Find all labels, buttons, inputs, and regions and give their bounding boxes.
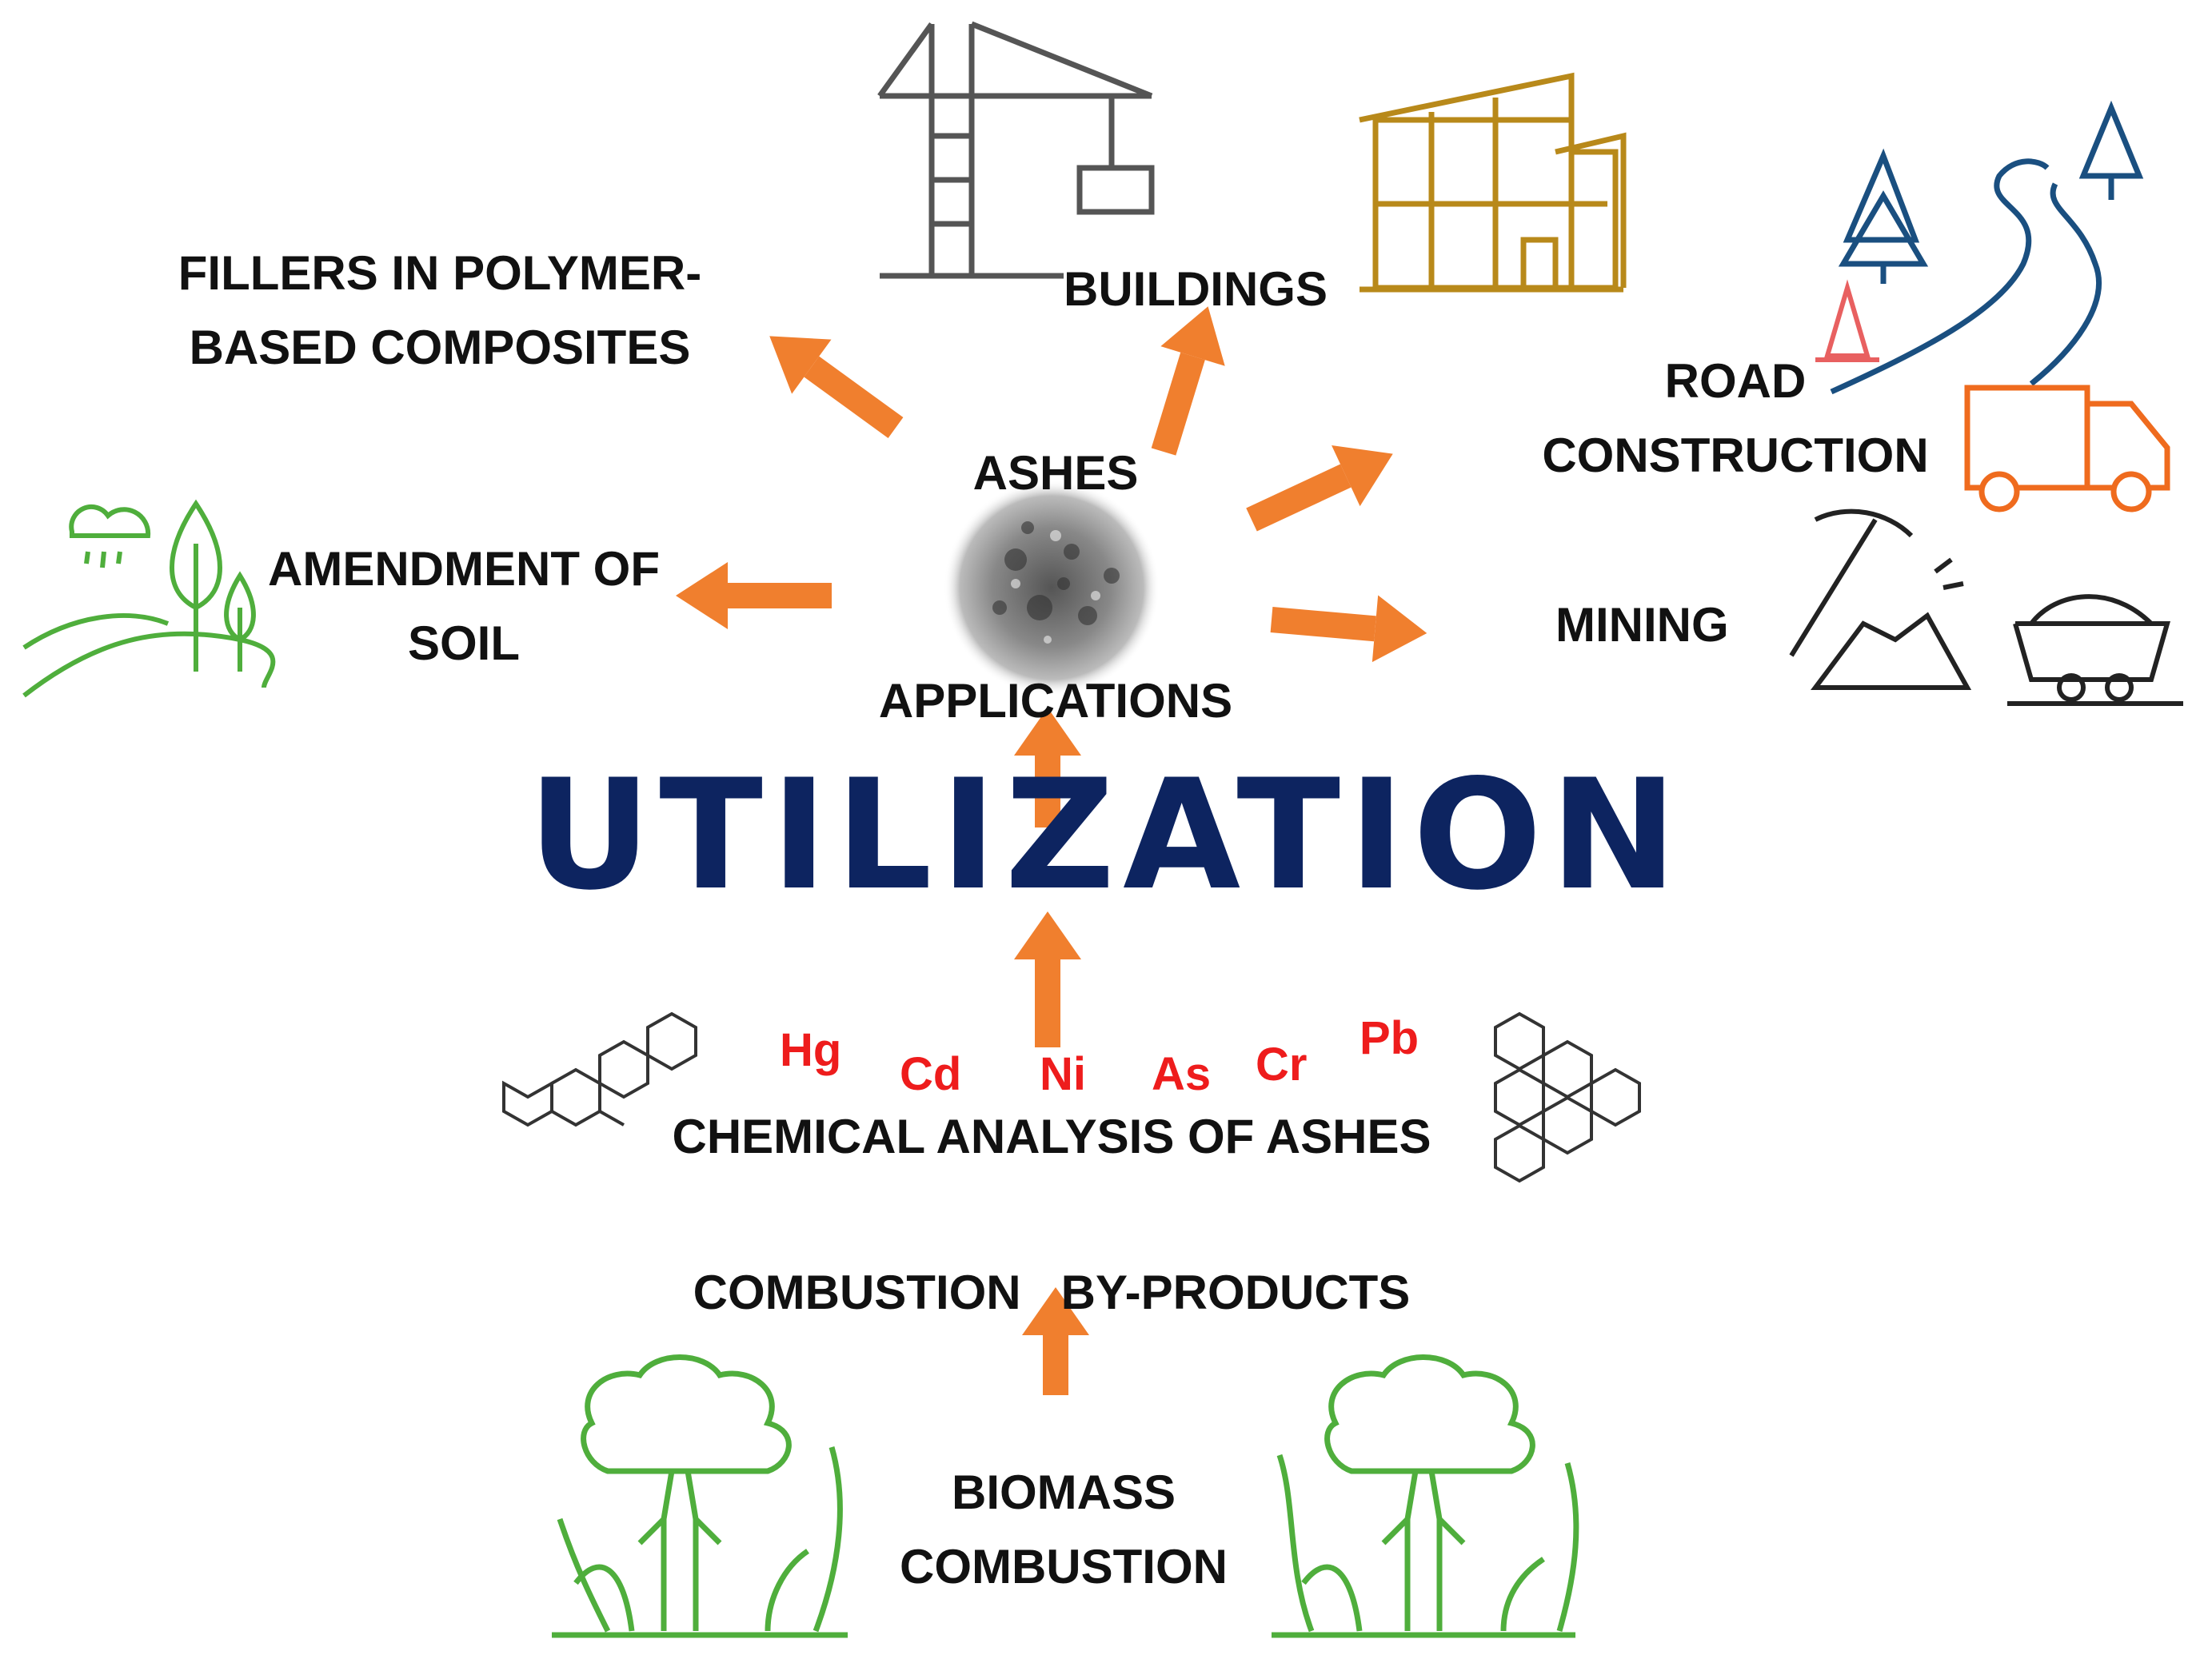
- road-icon: [1830, 100, 2144, 395]
- chemical-analysis-label: CHEMICAL ANALYSIS OF ASHES: [672, 1110, 1431, 1163]
- flow-arrows: [676, 306, 1427, 1395]
- amendment-of-soil-label: AMENDMENT OF SOIL: [268, 542, 660, 670]
- arrow-to-applications: [1014, 708, 1081, 828]
- pah-molecule-right-icon: [1494, 1011, 1641, 1183]
- arrow-to-soil: [676, 562, 832, 629]
- pickaxe-icon: [1789, 508, 1972, 690]
- metal-as: As: [1152, 1048, 1212, 1100]
- forest-left-icon: [552, 1354, 848, 1638]
- applications-label: APPLICATIONS: [878, 674, 1233, 728]
- metal-ni: Ni: [1040, 1048, 1086, 1100]
- mining-cart-icon: [2007, 594, 2183, 706]
- arrow-to-byproducts: [1022, 1287, 1089, 1395]
- mining-label: MINING: [1555, 598, 1729, 652]
- forest-right-icon: [1272, 1354, 1579, 1638]
- metal-hg: Hg: [780, 1024, 842, 1076]
- arrow-to-road: [1246, 445, 1393, 532]
- fillers-label: FILLERS IN POLYMER- BASED COMPOSITES: [178, 246, 702, 374]
- combustion-byproducts-label: COMBUSTION BY-PRODUCTS: [693, 1266, 1411, 1319]
- utilization-title: UTILIZATION: [528, 747, 1686, 923]
- pah-molecule-left-icon: [502, 1011, 697, 1127]
- arrow-to-fillers: [769, 336, 904, 438]
- buildings-label: BUILDINGS: [1064, 262, 1328, 316]
- landscape-icon: [22, 499, 276, 698]
- traffic-cone-icon: [1815, 279, 1879, 362]
- crane-icon: [877, 21, 1155, 279]
- biomass-combustion-label: BIOMASS COMBUSTION: [900, 1466, 1228, 1593]
- arrow-to-buildings: [1151, 306, 1225, 456]
- building-icon: [1359, 72, 1627, 293]
- metal-cr: Cr: [1256, 1039, 1308, 1091]
- metal-cd: Cd: [900, 1048, 962, 1100]
- road-construction-label: ROAD CONSTRUCTION: [1542, 354, 1929, 482]
- arrow-to-mining: [1270, 595, 1427, 663]
- metal-pb: Pb: [1360, 1012, 1419, 1064]
- ashes-label: ASHES: [972, 446, 1139, 500]
- truck-icon: [1964, 385, 2170, 512]
- ash-sample-image: [944, 480, 1160, 696]
- arrow-to-utilization: [1014, 911, 1081, 1047]
